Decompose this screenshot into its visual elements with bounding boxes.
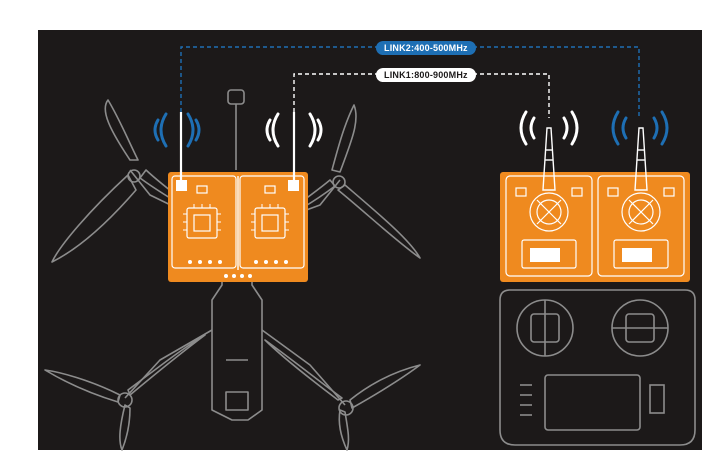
link1-line	[293, 73, 550, 118]
signal-waves-icon	[153, 110, 669, 148]
link1-label: LINK1:800-900MHz	[376, 68, 476, 82]
link2-line	[180, 46, 640, 118]
transmitter-module	[500, 127, 690, 282]
link2-label: LINK2:400-500MHz	[376, 41, 476, 55]
antenna-icon	[542, 127, 648, 191]
receiver-module	[168, 112, 308, 282]
radio-controller	[499, 289, 696, 446]
drone-frame	[44, 89, 421, 451]
